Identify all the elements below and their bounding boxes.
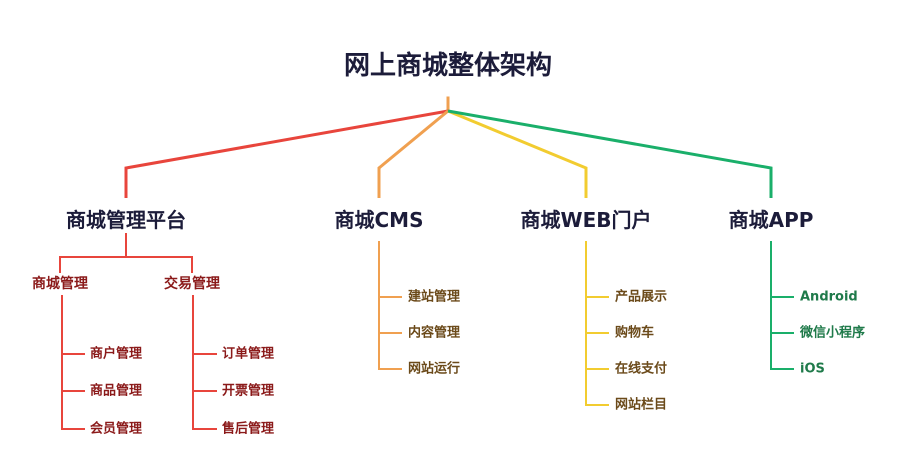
branch-app: 商城APP: [728, 208, 814, 232]
leaf-aftersale-management: 售后管理: [222, 421, 275, 437]
leaf-site-columns: 网站栏目: [615, 397, 668, 413]
branch-management-platform: 商城管理平台: [66, 208, 186, 232]
leaf-order-management: 订单管理: [222, 346, 275, 362]
leaf-invoice-management: 开票管理: [222, 383, 275, 399]
leaf-site-operation: 网站运行: [408, 361, 461, 377]
connector-cms: [377, 109, 449, 198]
leaf-shopping-cart: 购物车: [615, 325, 655, 341]
connector-app: [447, 109, 773, 198]
leaf-member-management: 会员管理: [90, 421, 143, 437]
leaf-merchant-management: 商户管理: [90, 346, 143, 362]
leaf-wechat-miniprogram: 微信小程序: [800, 325, 866, 341]
leaf-content-management: 内容管理: [408, 325, 461, 341]
leaf-site-building: 建站管理: [408, 289, 461, 305]
leaf-online-payment: 在线支付: [615, 361, 668, 377]
leaf-product-management: 商品管理: [90, 383, 143, 399]
branch-web-portal: 商城WEB门户: [520, 208, 652, 232]
leaf-product-display: 产品展示: [615, 289, 668, 305]
subgroup-mall-management: 商城管理: [32, 276, 88, 292]
leaf-android: Android: [800, 289, 858, 305]
branch-cms: 商城CMS: [334, 208, 424, 232]
diagram-title: 网上商城整体架构: [343, 51, 553, 81]
leaf-ios: iOS: [800, 361, 825, 377]
subgroup-trade-management: 交易管理: [164, 276, 220, 292]
connector-web-portal: [447, 109, 588, 198]
connector-management-platform: [124, 109, 449, 198]
